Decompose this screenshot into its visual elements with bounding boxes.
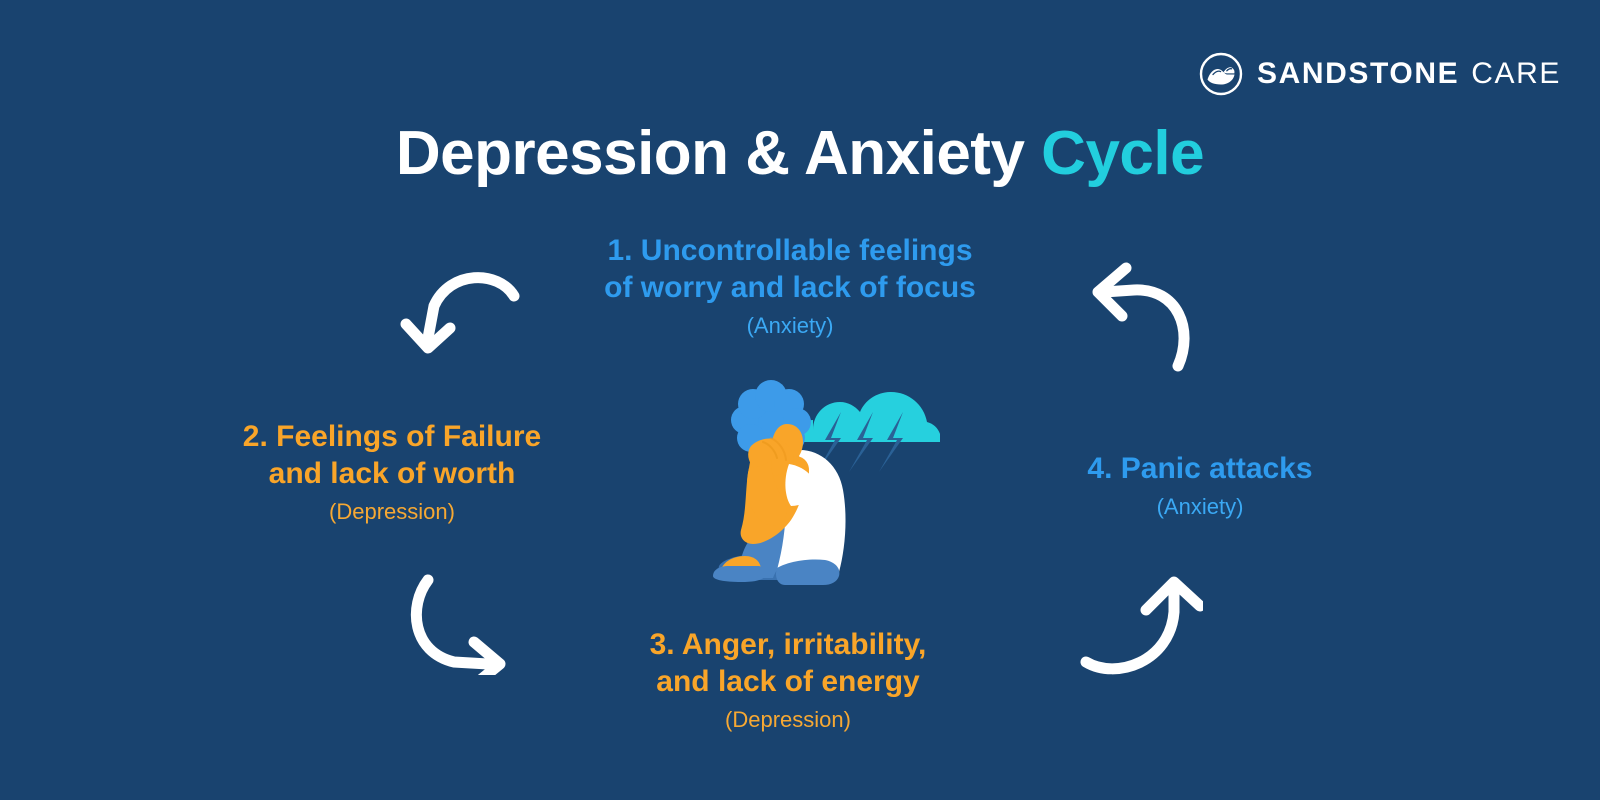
- cycle-step-1: 1. Uncontrollable feelings of worry and …: [520, 232, 1060, 341]
- brand-name-primary: SANDSTONE: [1257, 57, 1460, 90]
- curved-arrow-up-right-icon: [1080, 576, 1203, 675]
- cycle-step-1-subtitle: (Anxiety): [746, 313, 834, 339]
- page-title-accent: Cycle: [1041, 119, 1205, 188]
- person-head-in-hands-figure: [713, 380, 846, 585]
- page-title-main: Depression & Anxiety: [395, 119, 1025, 188]
- cycle-step-4-title: 4. Panic attacks: [1087, 452, 1313, 485]
- curved-arrow-down-left-icon: [400, 272, 520, 354]
- cycle-step-3: 3. Anger, irritability, and lack of ener…: [548, 626, 1028, 735]
- cycle-step-2-subtitle: (Depression): [329, 499, 455, 525]
- curved-arrow-right-icon: [411, 574, 506, 675]
- cycle-step-2: 2. Feelings of Failure and lack of worth…: [152, 418, 632, 527]
- cycle-step-3-subtitle: (Depression): [725, 707, 851, 733]
- lightning-bolt-icon: [817, 412, 903, 472]
- brand-wordmark: SANDSTONE CARE: [1257, 57, 1561, 91]
- cycle-step-4: 4. Panic attacks (Anxiety): [1010, 450, 1390, 522]
- cycle-step-1-title: 1. Uncontrollable feelings of worry and …: [604, 234, 976, 305]
- cycle-step-3-title: 3. Anger, irritability, and lack of ener…: [649, 628, 927, 699]
- storm-cloud-icon: [803, 392, 940, 442]
- cycle-step-4-subtitle: (Anxiety): [1156, 494, 1244, 520]
- sad-person-sitting-with-storm-cloud-illustration: [713, 380, 940, 585]
- brand-logo: SANDSTONE CARE: [1199, 52, 1561, 96]
- curved-arrow-left-icon: [1092, 262, 1190, 372]
- brand-name-secondary: CARE: [1471, 57, 1561, 90]
- page-title: Depression & Anxiety Cycle: [0, 118, 1600, 189]
- cycle-step-2-title: 2. Feelings of Failure and lack of worth: [242, 420, 542, 491]
- sandstone-mountain-circle-icon: [1199, 52, 1243, 96]
